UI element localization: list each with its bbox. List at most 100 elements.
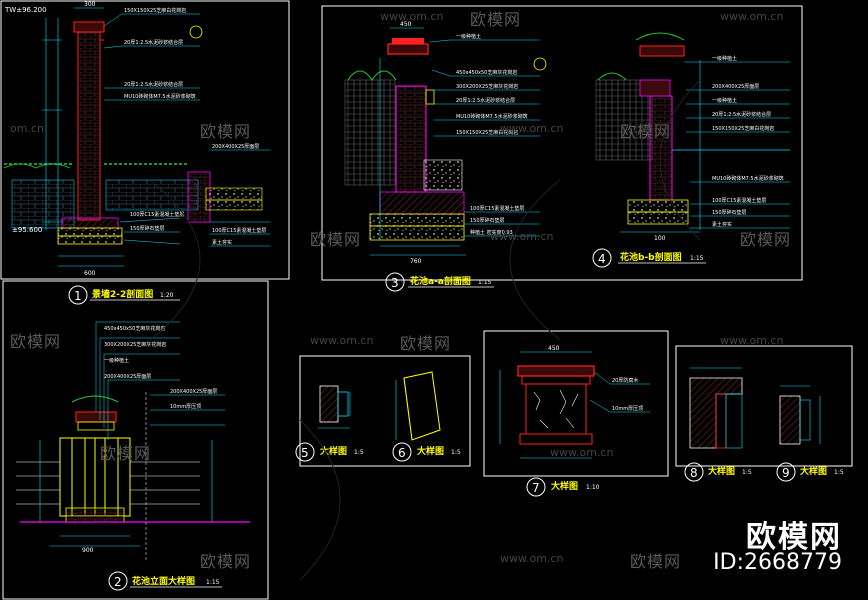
view-1-section: [0, 0, 290, 280]
view-4-section: [595, 32, 790, 233]
view-3-note-5: MU10砖砌体M7.5水泥砂浆砌筑: [456, 113, 528, 120]
view-5-title: 5 大样图 1:5: [295, 442, 364, 462]
view-8-title-text: 大样图: [708, 465, 735, 477]
view-2-dim-bottom: 900: [82, 547, 94, 554]
watermark-brand-7: 欧模网: [400, 334, 452, 353]
view-8-detail: [689, 367, 743, 449]
watermark-url-4: www.om.cn: [500, 122, 564, 135]
view-8-number: 8: [690, 466, 698, 480]
view-4-note-3: 一级种植土: [712, 97, 737, 104]
view-2-note-1: 450x450x50芝麻灰花岗岩: [104, 325, 165, 332]
view-8-scale: 1:5: [742, 469, 752, 476]
view-3-dim-top: 450: [400, 21, 412, 28]
view-6-number: 6: [398, 446, 406, 460]
view-1-title-text: 景墙2-2剖面图: [92, 288, 153, 300]
view-4-note-1: 一级种植土: [712, 55, 737, 62]
view-4-scale: 1:15: [690, 255, 704, 262]
view-2-title: 2 花池立面大样图 1:15: [108, 571, 222, 591]
view-7-title-text: 大样图: [551, 480, 578, 492]
watermark-brand-10: 欧模网: [630, 552, 682, 571]
view-6-title-text: 大样图: [417, 445, 444, 457]
view-5-scale: 1:5: [354, 449, 364, 456]
view-7-number: 7: [532, 481, 540, 495]
view-9-scale: 1:5: [834, 469, 844, 476]
view-4-dim-bottom: 100: [654, 235, 666, 242]
watermark-url-7: www.om.cn: [720, 334, 784, 347]
view-1-title: 1 景墙2-2剖面图 1:20: [68, 285, 180, 305]
view-1-note-3: 20厚1:2.5水泥砂浆结合层: [124, 81, 183, 88]
view-3-scale: 1:15: [478, 279, 492, 286]
view-2-number: 2: [114, 575, 122, 589]
view-7-note-1: 20厚防腐木: [612, 377, 638, 384]
watermark-url-2: www.om.cn: [720, 10, 784, 23]
view-6-title: 6 大样图 1:5: [392, 442, 461, 462]
brand-id: ID:2668779: [713, 550, 842, 575]
view-1-note-8: 100厚C15素混凝土垫层: [212, 227, 266, 234]
view-7-dim-top: 450: [548, 345, 560, 352]
view-3-dim-bottom: 760: [410, 258, 422, 265]
view-1-note-4: MU10砖砌体M7.5水泥砂浆砌筑: [124, 93, 196, 100]
view-3-title-text: 花池a-a剖面图: [410, 275, 471, 287]
view-9-title: 9 大样图 1:5: [776, 462, 844, 482]
view-7-note-2: 10mm厚压顶: [612, 406, 643, 412]
view-2-title-text: 花池立面大样图: [132, 575, 195, 587]
view-1-note-2: 20厚1:2.5水泥砂浆结合层: [124, 39, 183, 46]
view-2-note-3: 一级种植土: [104, 357, 129, 364]
view-1-dim-bottom: 600: [84, 270, 96, 277]
view-1-scale: 1:20: [160, 292, 174, 299]
view-4-note-9: 素土夯实: [712, 221, 732, 228]
view-4-note-2: 200X400X25厚面层: [712, 84, 759, 90]
view-3-section: [344, 27, 547, 256]
view-9-title-text: 大样图: [800, 465, 827, 477]
view-3-note-3: 300X200X25芝麻灰花岗岩: [456, 83, 518, 90]
view-2-scale: 1:15: [206, 579, 220, 586]
watermark-url-1: www.om.cn: [380, 10, 444, 23]
watermark-url-3: om.cn: [10, 122, 44, 135]
view-1-note-1: 150X150X25芝麻白花岗岩: [124, 7, 186, 14]
view-4-note-6: MU10砖砌体M7.5水泥砂浆砌筑: [712, 175, 784, 182]
watermark-brand-4: 欧模网: [310, 230, 362, 249]
view-4-note-8: 150厚碎石垫层: [712, 209, 747, 216]
view-3-note-9: 种植土 密实度0.93: [470, 229, 513, 236]
view-1-dim-top: 300: [84, 1, 96, 8]
view-6-scale: 1:5: [451, 449, 461, 456]
view-4-number: 4: [598, 252, 606, 266]
watermark-brand-2: 欧模网: [200, 122, 252, 141]
view-2-note-5: 200X400X25厚面层: [170, 389, 217, 395]
view-2-note-2: 300X200X25芝麻灰花岗岩: [104, 341, 166, 348]
view-4-note-7: 100厚C15素混凝土垫层: [712, 197, 766, 204]
view-7-frame: [483, 330, 669, 477]
watermark-brand-8: 欧模网: [100, 444, 152, 463]
watermark-url-5: www.om.cn: [490, 230, 554, 243]
view-5-6-frame: [299, 355, 471, 467]
view-6-detail: [395, 371, 441, 441]
watermark-brand-9: 欧模网: [200, 552, 252, 571]
watermark-url-8: www.om.cn: [550, 446, 614, 459]
brand-logo-text: 欧模网: [746, 520, 842, 555]
watermark-brand-6: 欧模网: [10, 332, 62, 351]
view-1-note-9: 素土夯实: [212, 239, 232, 246]
view-9-detail: [779, 385, 821, 445]
watermark-brand-3: 欧模网: [620, 122, 672, 141]
view-8-9-frame: [675, 345, 853, 467]
watermark-brand-1: 欧模网: [470, 10, 522, 29]
watermark-url-9: www.om.cn: [500, 552, 564, 565]
view-4-title-text: 花池b-b剖面图: [620, 251, 682, 263]
view-3-note-7: 100厚C15素混凝土垫层: [470, 205, 524, 212]
watermark-brand-5: 欧模网: [740, 230, 792, 249]
view-3-note-1: 一级种植土: [456, 33, 481, 40]
view-5-number: 5: [301, 446, 309, 460]
view-9-number: 9: [782, 466, 790, 480]
view-2-note-6: 10mm厚压顶: [170, 404, 201, 410]
view-4-title: 4 花池b-b剖面图 1:15: [592, 248, 706, 268]
view-5-detail: [318, 385, 351, 429]
view-2-elevation: [2, 280, 269, 600]
view-7-title: 7 大样图 1:10: [526, 477, 600, 497]
view-1-level-ground: ±95.600: [12, 226, 42, 234]
watermark-url-6: www.om.cn: [310, 334, 374, 347]
watermark-arcs: [149, 79, 701, 581]
view-3-note-6: 150X150X25芝麻白花岗岩: [456, 129, 518, 136]
view-3-4-frame: [321, 5, 803, 281]
view-3-note-8: 150厚碎石垫层: [470, 217, 505, 224]
